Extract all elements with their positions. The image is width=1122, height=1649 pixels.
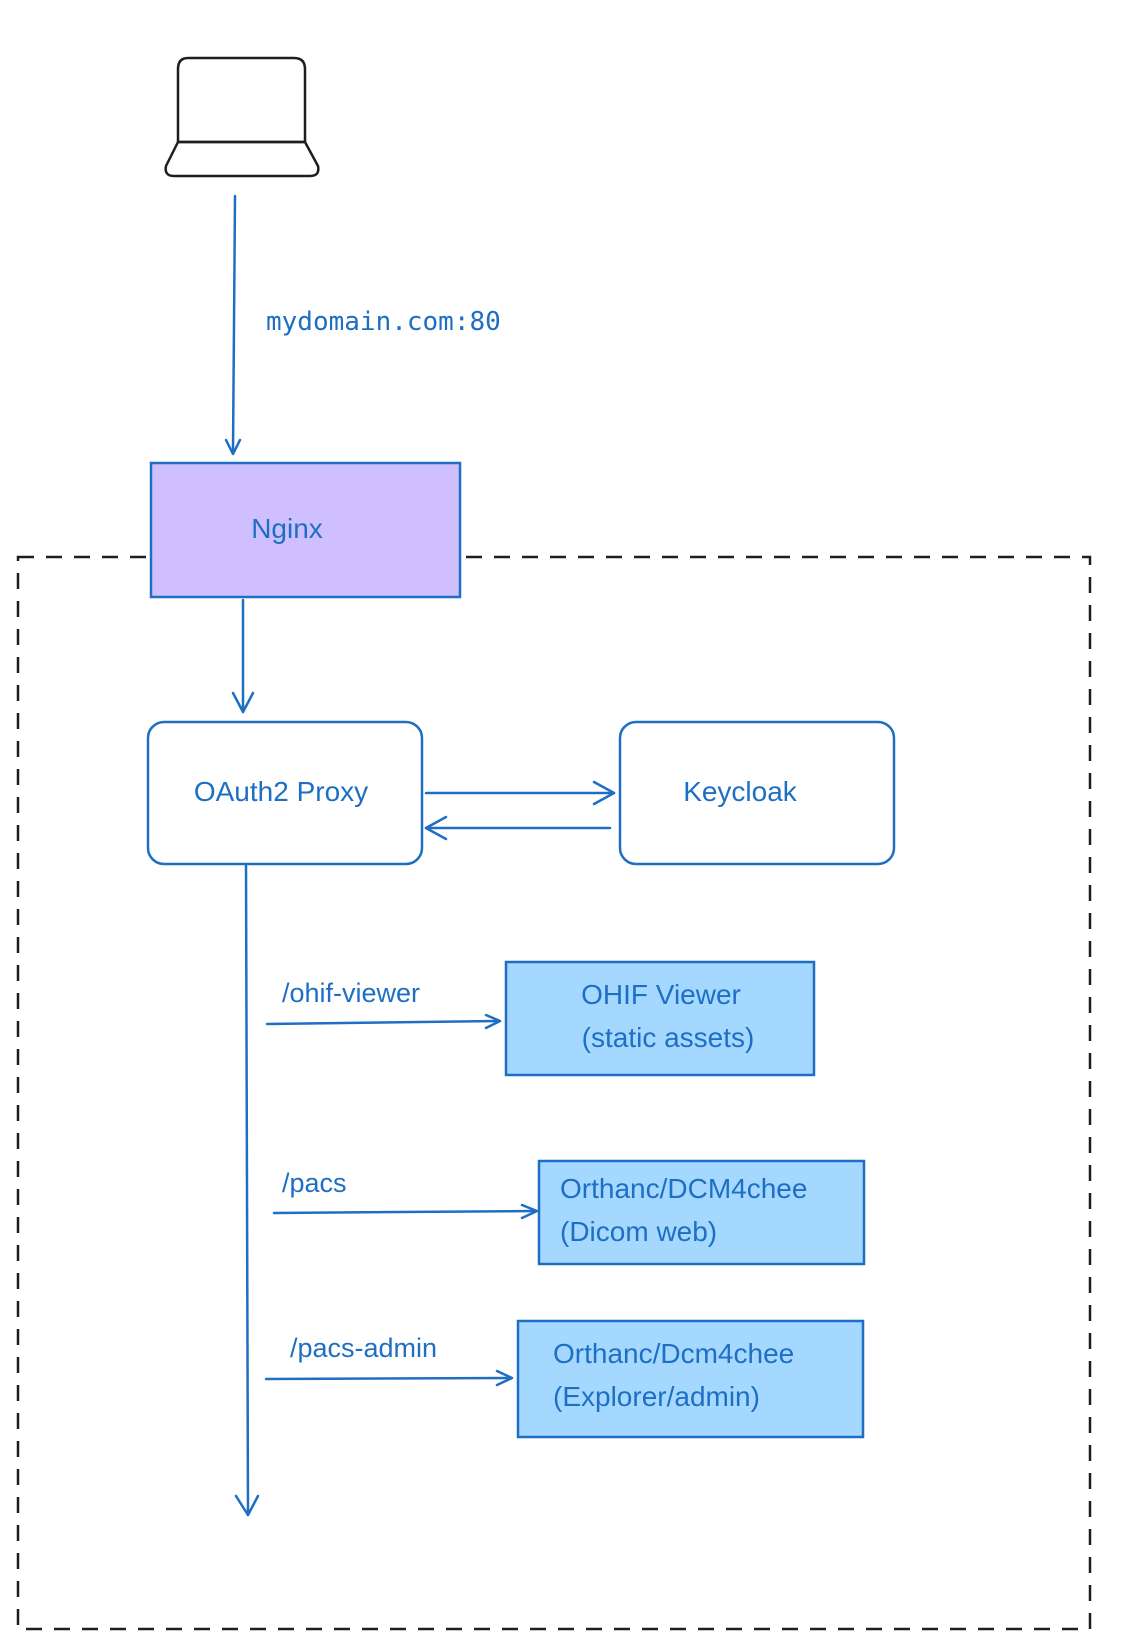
orthanc-admin-label: Orthanc/Dcm4chee (553, 1338, 794, 1369)
ohif-viewer-label: OHIF Viewer (581, 979, 741, 1010)
keycloak-label: Keycloak (683, 776, 798, 807)
orthanc-dicomweb-label: Orthanc/DCM4chee (560, 1173, 807, 1204)
keycloak-to-oauth2-arrow (424, 815, 612, 841)
orthanc-dicomweb-box (537, 1159, 866, 1266)
oauth2-proxy-label: OAuth2 Proxy (194, 776, 368, 807)
nginx-label: Nginx (251, 513, 323, 544)
route-pacs-admin-label: /pacs-admin (290, 1333, 437, 1363)
ohif-viewer-sublabel: (static assets) (582, 1022, 755, 1053)
route-pacs-label: /pacs (282, 1168, 347, 1198)
orthanc-dicomweb-sublabel: (Dicom web) (560, 1216, 717, 1247)
route-pacs-admin-arrow (264, 1369, 514, 1387)
orthanc-admin-box (516, 1319, 865, 1439)
keycloak-box (618, 720, 896, 866)
oauth2-to-keycloak-arrow (424, 780, 616, 806)
nginx-box (149, 461, 462, 599)
route-ohif-label: /ohif-viewer (282, 978, 420, 1008)
ohif-viewer-box (504, 960, 816, 1077)
client-to-nginx-label: mydomain.com:80 (266, 307, 501, 337)
nginx-to-oauth2-arrow (231, 598, 255, 714)
orthanc-admin-sublabel: (Explorer/admin) (553, 1381, 760, 1412)
oauth2-proxy-box (146, 720, 424, 866)
network-boundary (16, 555, 1092, 1631)
route-ohif-arrow (265, 1013, 502, 1030)
route-pacs-arrow (272, 1203, 539, 1220)
laptop-icon (164, 56, 320, 178)
client-to-nginx-arrow (224, 194, 242, 456)
oauth2-downstream-arrow (234, 864, 260, 1517)
